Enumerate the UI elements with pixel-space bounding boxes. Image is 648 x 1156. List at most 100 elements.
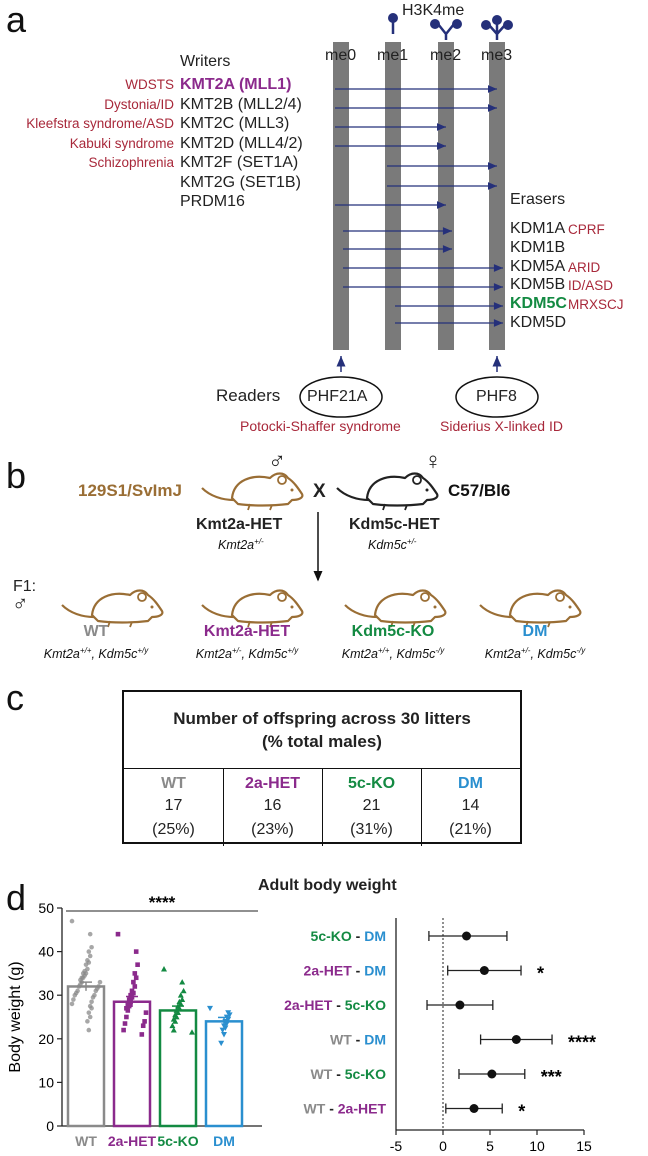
point xyxy=(89,999,94,1005)
point xyxy=(72,992,78,998)
histone-column-me1 xyxy=(385,42,401,350)
panel-label-b: b xyxy=(6,455,27,496)
point xyxy=(87,931,93,937)
table-group-2: 5c-KO xyxy=(347,775,396,792)
offspring-mouse-3 xyxy=(479,589,582,628)
point xyxy=(161,966,167,972)
histone-methylation-diagram xyxy=(299,13,539,418)
comparison-label-2: 2a-HET - 5c-KO xyxy=(284,997,386,1013)
writer-3: KMT2D (MLL4/2) xyxy=(180,134,303,152)
mean-point-0 xyxy=(462,931,471,941)
offspring-name-1: Kmt2a-HET xyxy=(203,623,291,640)
eraser-1: KDM1B xyxy=(510,238,566,256)
point xyxy=(69,918,75,924)
table-col-divider-1 xyxy=(223,768,224,846)
x-label-WT: WT xyxy=(75,1133,97,1149)
point xyxy=(89,1005,94,1011)
eraser-disease-2: ARID xyxy=(568,259,601,275)
point xyxy=(207,1005,213,1012)
comparison-label-4: WT - 5c-KO xyxy=(311,1066,387,1082)
writers-title: Writers xyxy=(180,53,231,70)
reader-phf8: PHF8 xyxy=(476,388,517,405)
table-count-0: 17 xyxy=(164,797,183,814)
sig-1: * xyxy=(537,964,544,984)
point xyxy=(126,1003,132,1009)
bar-WT xyxy=(66,985,106,1128)
writer-6: PRDM16 xyxy=(180,193,245,210)
forest-x-tick-label-1: 0 xyxy=(439,1138,447,1154)
point xyxy=(222,1025,229,1031)
eraser-2: KDM5A xyxy=(510,257,566,275)
reader-phf21a: PHF21A xyxy=(307,388,368,405)
histone-column-me0 xyxy=(333,42,349,350)
male-symbol: ♂ xyxy=(268,448,286,475)
point xyxy=(131,990,136,996)
erasers-title: Erasers xyxy=(510,191,566,208)
y-tick-label-2: 20 xyxy=(38,1031,54,1047)
table-group-1: 2a-HET xyxy=(244,775,301,792)
point xyxy=(179,996,186,1002)
table-count-3: 14 xyxy=(461,797,480,814)
mean-point-2 xyxy=(455,1000,465,1010)
forest-x-tick-label-0: -5 xyxy=(390,1138,403,1154)
offspring-genotype-1: Kmt2a+/-, Kdm5c+/y xyxy=(195,646,299,662)
point xyxy=(176,1005,183,1011)
point xyxy=(97,979,103,985)
mean-point-4 xyxy=(487,1069,497,1079)
male-parent-name: Kmt2a-HET xyxy=(196,516,283,533)
y-tick-label-5: 50 xyxy=(38,900,54,916)
offspring-genotype-0: Kmt2a+/+, Kdm5c+/y xyxy=(43,646,149,662)
point xyxy=(219,1027,226,1034)
female-parent-name: Kdm5c-HET xyxy=(349,516,440,533)
male-strain: 129S1/SvImJ xyxy=(78,481,182,500)
panel-label-a: a xyxy=(6,0,27,40)
readers-title: Readers xyxy=(216,386,281,405)
point xyxy=(177,1000,184,1007)
point xyxy=(83,962,89,967)
mean-point-1 xyxy=(479,966,489,975)
breeding-scheme xyxy=(61,472,582,628)
point xyxy=(128,999,133,1005)
table-count-1: 16 xyxy=(263,797,282,814)
comparison-label-3: WT - DM xyxy=(330,1032,386,1048)
table-pct-0: (25%) xyxy=(152,821,195,838)
reader-ellipse-phf8 xyxy=(455,376,539,418)
point xyxy=(223,1021,230,1027)
point xyxy=(179,979,186,985)
y-tick-label-4: 40 xyxy=(38,944,54,960)
table-col-divider-2 xyxy=(322,768,323,846)
offspring-name-0: WT xyxy=(83,623,109,640)
point xyxy=(133,975,139,981)
point xyxy=(221,1032,227,1038)
male-parent-genotype: Kmt2a+/- xyxy=(218,537,264,553)
point xyxy=(139,1032,145,1037)
point xyxy=(131,979,136,985)
writer-disease-1: Dystonia/ID xyxy=(104,96,174,112)
point xyxy=(132,984,138,989)
eraser-disease-0: CPRF xyxy=(568,222,605,237)
eraser-disease-4: MRXSCJ xyxy=(568,297,624,313)
point xyxy=(218,1040,225,1047)
table-group-3: DM xyxy=(458,775,483,792)
mean-point-3 xyxy=(511,1035,521,1044)
eraser-0: KDM1A xyxy=(510,220,566,237)
point xyxy=(71,997,76,1002)
column-label-me0: me0 xyxy=(325,47,357,64)
forest-x-tick-label-3: 10 xyxy=(529,1138,545,1154)
reader-phf8-disease: Siderius X-linked ID xyxy=(440,418,563,434)
point xyxy=(90,995,96,1000)
writer-disease-3: Kabuki syndrome xyxy=(69,135,174,151)
x-label-2a-HET: 2a-HET xyxy=(108,1133,157,1149)
point xyxy=(85,1019,90,1024)
column-label-me2: me2 xyxy=(430,47,462,64)
panel-label-c: c xyxy=(6,677,24,718)
male-parent-mouse xyxy=(201,472,304,511)
comparison-label-5: WT - 2a-HET xyxy=(304,1101,387,1117)
point xyxy=(169,1022,176,1029)
point xyxy=(172,1018,179,1024)
offspring-genotype-3: Kmt2a+/-, Kdm5c-/y xyxy=(484,646,586,662)
point xyxy=(226,1012,233,1018)
point xyxy=(87,953,93,959)
x-label-DM: DM xyxy=(213,1133,235,1149)
point xyxy=(142,1019,147,1024)
